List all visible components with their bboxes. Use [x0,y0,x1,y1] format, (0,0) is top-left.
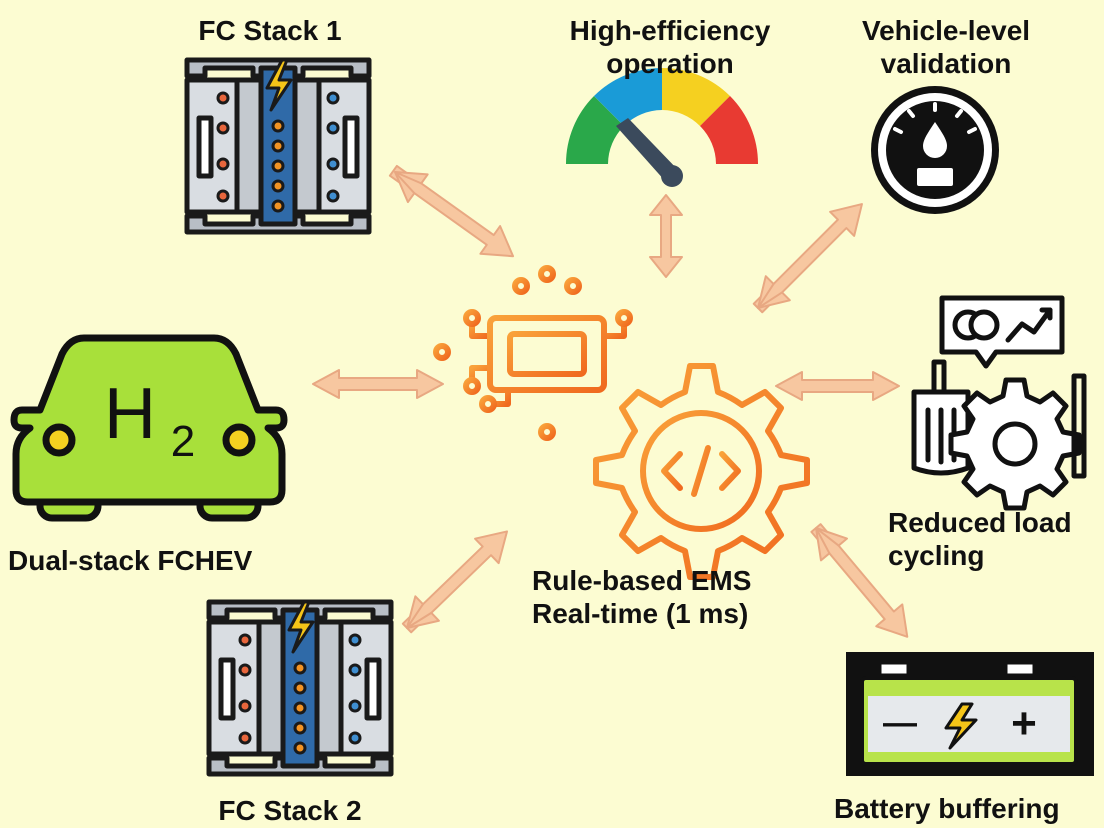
validation-label: Vehicle-level validation [836,14,1056,80]
arrows [312,164,909,638]
arrow-stack2 [401,530,508,634]
arrow-validation-head [757,275,791,309]
battery-label: Battery buffering [834,793,1060,824]
arrow-efficiency [649,194,683,278]
arrow-stack2-head [406,595,440,629]
fc-stack-1-label: FC Stack 1 [198,15,342,46]
load-cycling-label: Reduced load cycling [888,506,1072,572]
ems-label: Rule-based EMS Real-time (1 ms) [532,564,751,630]
car-h-symbol: H [104,374,156,454]
fuel-cell-stack-icon-2 [209,602,391,774]
validation-label-line-1: Vehicle-level [861,15,1031,46]
efficiency-gauge-icon [565,67,759,187]
car-2-subscript: 2 [171,417,195,466]
battery-plus-symbol: + [1011,699,1037,748]
validation-label-line-2: validation [880,48,1012,79]
hydrogen-car-icon [10,334,288,522]
efficiency-label: High-efficiency operation [540,14,800,80]
battery-minus-symbol: — [883,704,917,742]
efficiency-label-line-2: operation [606,48,734,79]
arrow-load [775,371,900,401]
arrow-validation [752,203,863,314]
arrow-vehicle [312,369,444,399]
fuel-gauge-icon [871,86,999,214]
arrow-stack1-head [394,171,429,204]
motor-gear-chart-icon [911,295,1087,511]
battery-icon [846,652,1094,776]
efficiency-label-line-1: High-efficiency [569,15,771,46]
load-cycling-label-line-2: cycling [888,540,985,571]
load-cycling-label-line-1: Reduced load [888,507,1072,538]
vehicle-label: Dual-stack FCHEV [8,545,253,576]
ems-label-line-1: Rule-based EMS [532,565,752,596]
arrow-battery-head [815,527,849,562]
fuel-cell-stack-icon-1 [184,57,372,235]
processor-gear-code-icon [433,265,810,580]
ems-label-line-2: Real-time (1 ms) [532,598,749,629]
fc-stack-2-label: FC Stack 2 [218,795,362,826]
